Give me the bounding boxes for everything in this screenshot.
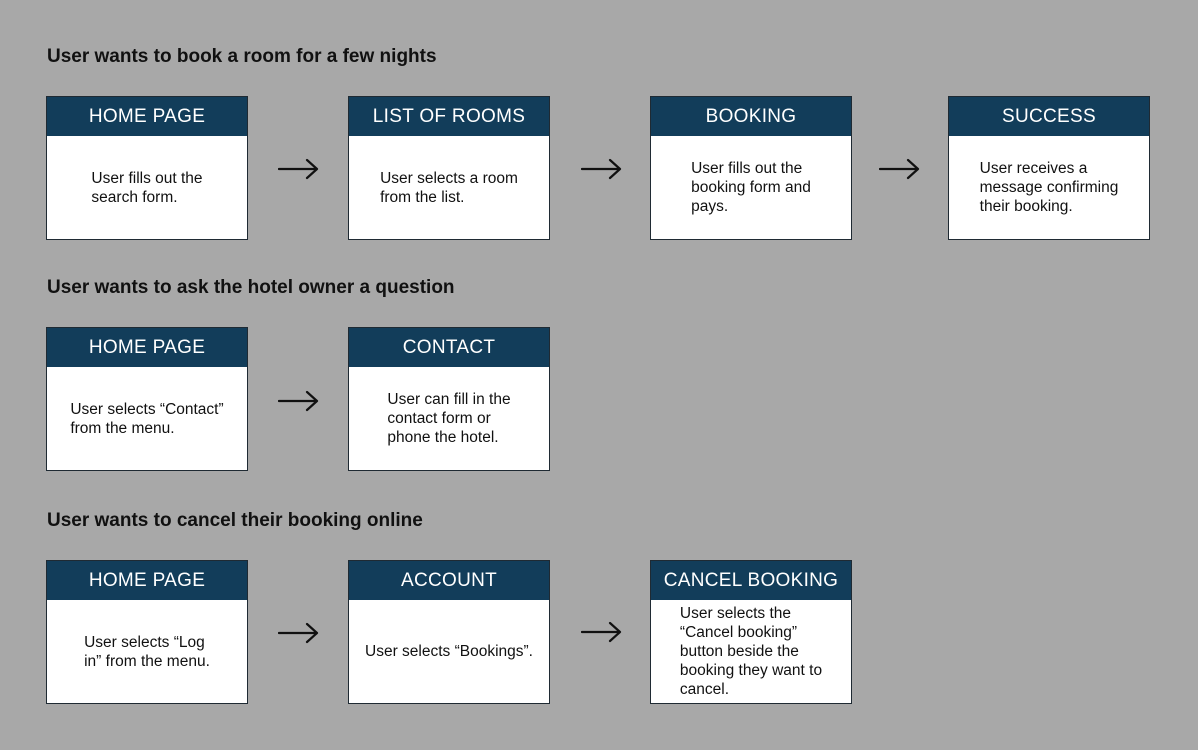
arrow-right-icon — [278, 158, 320, 180]
step-list-of-rooms: LIST OF ROOMS User selects a room from t… — [348, 96, 550, 240]
step-description: User receives a message confirming their… — [979, 160, 1119, 215]
arrow-right-icon — [581, 158, 623, 180]
step-header: HOME PAGE — [47, 97, 247, 136]
step-contact: CONTACT User can fill in the contact for… — [348, 327, 550, 471]
step-description: User selects the “Cancel booking” button… — [679, 605, 823, 698]
step-account: ACCOUNT User selects “Bookings”. — [348, 560, 550, 704]
step-description: User fills out the booking form and pays… — [691, 160, 811, 215]
step-home-page: HOME PAGE User selects “Log in” from the… — [46, 560, 248, 704]
flow-title-cancel-booking: User wants to cancel their booking onlin… — [47, 510, 423, 531]
flow-title-ask-question: User wants to ask the hotel owner a ques… — [47, 277, 455, 298]
step-header: HOME PAGE — [47, 328, 247, 367]
step-cancel-booking: CANCEL BOOKING User selects the “Cancel … — [650, 560, 852, 704]
step-header: CONTACT — [349, 328, 549, 367]
arrow-right-icon — [581, 621, 623, 643]
step-header: BOOKING — [651, 97, 851, 136]
step-home-page: HOME PAGE User fills out the search form… — [46, 96, 248, 240]
step-description: User selects “Contact” from the menu. — [70, 400, 224, 437]
flow-title-book-room: User wants to book a room for a few nigh… — [47, 46, 437, 67]
arrow-right-icon — [879, 158, 921, 180]
step-header: HOME PAGE — [47, 561, 247, 600]
arrow-right-icon — [278, 622, 320, 644]
step-header: ACCOUNT — [349, 561, 549, 600]
step-success: SUCCESS User receives a message confirmi… — [948, 96, 1150, 240]
step-description: User selects “Log in” from the menu. — [84, 633, 210, 670]
step-description: User can fill in the contact form or pho… — [387, 391, 511, 446]
step-header: SUCCESS — [949, 97, 1149, 136]
step-description: User selects “Bookings”. — [365, 643, 533, 660]
step-header: CANCEL BOOKING — [651, 561, 851, 600]
step-home-page: HOME PAGE User selects “Contact” from th… — [46, 327, 248, 471]
step-description: User selects a room from the list. — [380, 169, 518, 206]
step-booking: BOOKING User fills out the booking form … — [650, 96, 852, 240]
step-description: User fills out the search form. — [91, 169, 203, 206]
step-header: LIST OF ROOMS — [349, 97, 549, 136]
arrow-right-icon — [278, 390, 320, 412]
